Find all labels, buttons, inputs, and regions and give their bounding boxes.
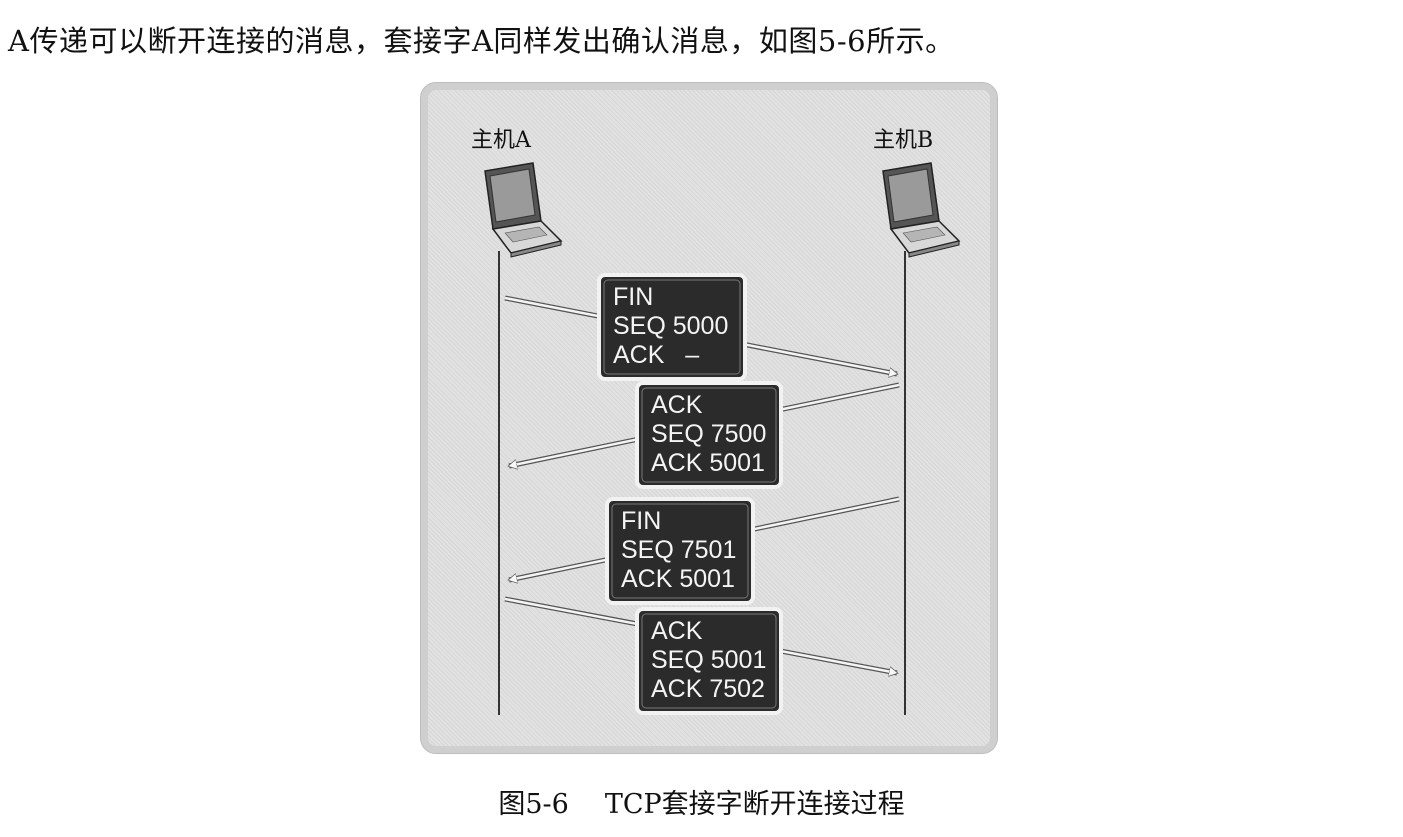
message-line: SEQ 7501 (621, 536, 736, 564)
message-line: ACK 7502 (651, 675, 765, 703)
tcp-disconnect-diagram: 主机A 主机B (420, 82, 998, 754)
message-box-fin-2: FIN SEQ 7501 ACK 5001 (605, 497, 755, 605)
figure-number: 图5-6 (498, 789, 569, 820)
message-line: SEQ 5000 (613, 312, 728, 340)
host-a-label: 主机A (471, 128, 532, 153)
diagram-canvas: 主机A 主机B (471, 128, 961, 715)
message-line: ACK (651, 391, 703, 419)
message-line: SEQ 5001 (651, 646, 766, 674)
figure-caption: 图5-6 TCP套接字断开连接过程 (0, 782, 1403, 821)
host-b-label: 主机B (873, 128, 933, 153)
message-line: ACK (651, 617, 703, 645)
figure-title: TCP套接字断开连接过程 (604, 789, 905, 820)
message-line: ACK 5001 (651, 449, 765, 477)
message-box-ack-2: ACK SEQ 5001 ACK 7502 (635, 607, 783, 715)
laptop-icon (882, 162, 961, 258)
message-line: SEQ 7500 (651, 420, 766, 448)
message-line: ACK – (613, 341, 699, 369)
intro-paragraph: A传递可以断开连接的消息，套接字A同样发出确认消息，如图5-6所示。 (8, 24, 955, 58)
message-line: FIN (613, 283, 653, 311)
message-box-ack-1: ACK SEQ 7500 ACK 5001 (635, 381, 783, 489)
message-box-fin-1: FIN SEQ 5000 ACK – (597, 273, 747, 381)
laptop-icon (484, 162, 563, 258)
message-line: ACK 5001 (621, 565, 735, 593)
message-line: FIN (621, 507, 661, 535)
